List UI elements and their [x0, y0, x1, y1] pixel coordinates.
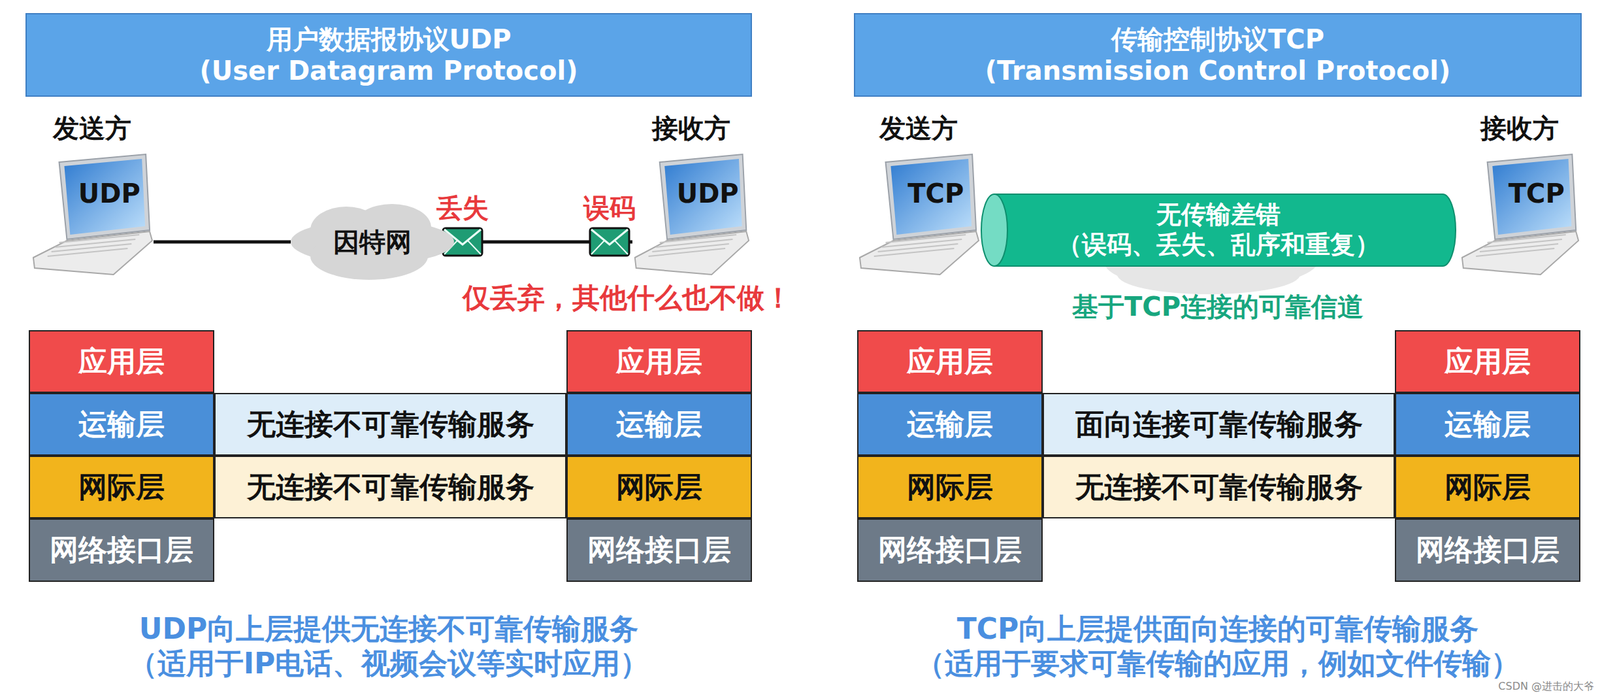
sender-laptop: 发送方TCP: [857, 152, 980, 281]
caption-text: UDP向上层提供无连接不可靠传输服务: [139, 611, 639, 647]
laptop-shape: [857, 152, 980, 281]
node-text: 网络接口层: [878, 532, 1022, 568]
error-envelope: [589, 228, 630, 256]
node-text: 网际层: [1444, 469, 1531, 505]
service-band: 无连接不可靠传输服务: [1042, 455, 1395, 519]
node-text: 网际层: [616, 469, 703, 505]
layer-box: 应用层: [1394, 329, 1581, 393]
node-text: 运输层: [78, 407, 165, 442]
callout-text: 仅丢弃，其他什么也不做！: [462, 281, 792, 315]
sender-laptop: 发送方UDP: [30, 152, 154, 281]
node-text: 无连接不可靠传输服务: [246, 469, 535, 505]
service-band: 无连接不可靠传输服务: [214, 455, 567, 519]
reliable-channel-pipe: 无传输差错（误码、丢失、乱序和重复）: [979, 192, 1457, 268]
node-text: 因特网: [333, 226, 412, 258]
title-bar: 用户数据报协议UDP(User Datagram Protocol): [25, 13, 752, 97]
node-text: 运输层: [906, 407, 994, 442]
layer-box: 应用层: [566, 329, 752, 393]
layer-box: 运输层: [28, 392, 215, 456]
node-text: 无连接不可靠传输服务: [246, 407, 535, 442]
node-text: 应用层: [78, 344, 165, 379]
panel-subtitle: (Transmission Control Protocol): [985, 54, 1451, 87]
node-text: 面向连接可靠传输服务: [1075, 407, 1363, 442]
receiver-laptop: 接收方UDP: [632, 152, 751, 281]
caption-text: 基于TCP连接的可靠信道: [1072, 290, 1364, 323]
role-heading: 接收方: [1446, 112, 1593, 144]
layer-box: 网络接口层: [28, 518, 215, 582]
role-heading: 发送方: [17, 112, 167, 144]
node-text: 网络接口层: [1415, 532, 1560, 568]
panel-title: 传输控制协议TCP: [1111, 23, 1325, 55]
role-heading: 接收方: [619, 112, 764, 144]
node-text: 应用层: [1444, 344, 1531, 379]
layer-box: 网际层: [566, 455, 752, 519]
layer-box: 应用层: [857, 329, 1043, 393]
caption-text: （适用于要求可靠传输的应用，例如文件传输）: [915, 646, 1520, 681]
node-text: 无传输差错: [1156, 199, 1281, 230]
panel-title: 用户数据报协议UDP: [266, 23, 512, 55]
node-text: 运输层: [616, 407, 703, 442]
laptop-shape: [1459, 152, 1580, 281]
node-text: 网际层: [78, 469, 165, 505]
caption-text: TCP向上层提供面向连接的可靠传输服务: [957, 611, 1480, 647]
node-text: 运输层: [1444, 407, 1531, 442]
laptop-shape: [632, 152, 751, 281]
node-text: 应用层: [906, 344, 994, 379]
role-heading: 发送方: [844, 112, 994, 144]
layer-box: 网络接口层: [1394, 518, 1581, 582]
protocol-name: TCP: [1500, 177, 1573, 210]
callout-text: 误码: [583, 192, 636, 224]
node-text: （误码、丢失、乱序和重复）: [1057, 229, 1380, 261]
network-link: [153, 240, 291, 244]
layer-box: 网际层: [28, 455, 215, 519]
protocol-name: UDP: [672, 177, 743, 210]
node-text: 网络接口层: [587, 532, 732, 568]
receiver-laptop: 接收方TCP: [1459, 152, 1580, 281]
layer-box: 网际层: [857, 455, 1043, 519]
node-text: 网络接口层: [49, 532, 194, 568]
layer-box: 网际层: [1394, 455, 1581, 519]
node-text: 网际层: [906, 469, 994, 505]
layer-box: 运输层: [857, 392, 1043, 456]
node-text: 无连接不可靠传输服务: [1075, 469, 1363, 505]
watermark: CSDN @进击的大爷: [1498, 680, 1595, 692]
panel-subtitle: (User Datagram Protocol): [199, 54, 579, 87]
protocol-name: UDP: [72, 177, 147, 210]
layer-box: 网络接口层: [857, 518, 1043, 582]
callout-text: 丢失: [436, 192, 489, 224]
laptop-shape: [30, 152, 154, 281]
node-text: 应用层: [616, 344, 703, 379]
layer-box: 运输层: [566, 392, 752, 456]
service-band: 无连接不可靠传输服务: [214, 392, 567, 456]
layer-box: 网络接口层: [566, 518, 752, 582]
layer-box: 应用层: [28, 329, 215, 393]
protocol-name: TCP: [898, 177, 973, 210]
caption-text: （适用于IP电话、视频会议等实时应用）: [128, 646, 650, 681]
layer-box: 运输层: [1394, 392, 1581, 456]
service-band: 面向连接可靠传输服务: [1042, 392, 1395, 456]
title-bar: 传输控制协议TCP(Transmission Control Protocol): [853, 13, 1582, 97]
internet-cloud: 因特网: [290, 202, 455, 281]
